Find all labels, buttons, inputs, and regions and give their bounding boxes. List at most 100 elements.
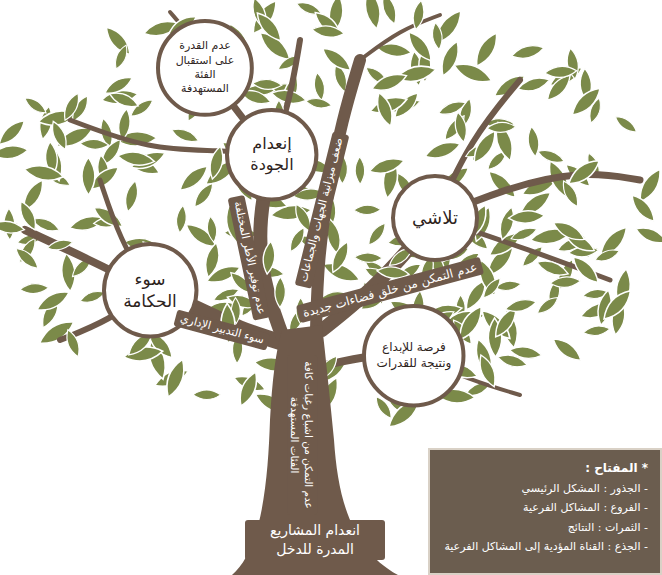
circle-text-wrap: فرصة للإبداع ونتيجة للقدرات — [371, 340, 457, 371]
leaf — [0, 144, 29, 161]
leaf — [0, 219, 25, 235]
leaf — [634, 224, 662, 248]
leaf — [20, 283, 49, 295]
leaf — [312, 72, 326, 101]
leaf — [60, 91, 82, 123]
leaf — [319, 44, 354, 75]
leaf — [311, 8, 344, 39]
leaf — [504, 296, 538, 314]
legend-box: * المفتاح :- الجذور : المشكل الرئيسي - ال… — [428, 448, 662, 575]
branch-group — [25, 12, 640, 395]
problem-circle: عدم القدرة على استقبال الفئة المستهدفة — [156, 19, 254, 117]
leaf — [328, 239, 353, 274]
leaf — [550, 334, 585, 364]
leaf — [261, 241, 276, 275]
leaf — [453, 111, 469, 143]
leaf — [122, 180, 140, 214]
problem-circle: تلاشي — [391, 174, 479, 262]
leaf — [423, 138, 462, 163]
leaf — [162, 357, 189, 400]
circle-text-wrap: سوء الحكامة — [114, 268, 186, 312]
leaf — [568, 83, 605, 119]
circle-text: تلاشي — [412, 206, 458, 229]
leaf — [108, 89, 141, 111]
leaf — [379, 0, 400, 26]
leaf — [369, 70, 408, 95]
legend-heading: * المفتاح : — [442, 458, 648, 479]
leaf — [411, 0, 426, 31]
legend-entry: - الجذور : المشكل الرئيسي — [442, 479, 648, 498]
leaf — [193, 390, 221, 400]
branch-label: عدم توفير الأطر المختلفة — [228, 195, 271, 321]
legend-entry: - الفروع : المشاكل الفرعية — [442, 498, 648, 517]
leaf — [354, 205, 381, 215]
circle-text: سوء الحكامة — [114, 268, 186, 312]
leaf — [63, 328, 82, 359]
leaf — [437, 98, 468, 118]
circle-text: إنعدام الجودة — [237, 134, 307, 176]
leaf — [252, 78, 282, 90]
branch-label: عدم التمكن من اشباع رغبات كافة الفئات ال… — [287, 355, 317, 515]
circle-text-wrap: تلاشي — [412, 206, 458, 229]
circle-shape — [158, 21, 252, 115]
leaf — [487, 122, 516, 134]
circle-text: فرصة للإبداع ونتيجة للقدرات — [371, 340, 457, 371]
problem-circle: إنعدام الجودة — [225, 108, 318, 201]
leaf — [207, 145, 226, 181]
leaf — [235, 369, 261, 408]
leaf — [471, 30, 502, 70]
leaf — [368, 155, 407, 178]
leaf — [373, 91, 396, 128]
problem-circle: فرصة للإبداع ونتيجة للقدرات — [362, 304, 465, 407]
leaf — [34, 287, 72, 315]
leaf — [535, 294, 561, 317]
leaf — [191, 180, 217, 209]
leaf — [362, 0, 384, 30]
leaf — [355, 157, 365, 185]
leaf — [175, 205, 188, 234]
legend-text: - الثمرات : النتائج — [568, 521, 648, 534]
leaf — [22, 94, 48, 116]
leaf — [551, 217, 588, 244]
leaf — [451, 59, 494, 88]
leaf — [112, 43, 130, 70]
leaf — [475, 353, 499, 389]
leaf — [117, 150, 156, 168]
legend-text: - الفروع : المشاكل الفرعية — [523, 501, 648, 514]
leaf — [480, 275, 503, 300]
leaf — [47, 238, 74, 253]
legend-entry: - الجذع : القناة المؤدية إلى المشاكل الف… — [442, 537, 648, 556]
leaf — [509, 225, 538, 244]
leaf — [565, 155, 604, 188]
leaf — [628, 191, 659, 224]
leaf — [510, 42, 545, 62]
leaf — [16, 199, 40, 232]
leaf — [253, 9, 286, 45]
leaf — [535, 257, 571, 280]
leaf — [0, 116, 28, 148]
leaf — [365, 220, 389, 247]
leaf — [23, 163, 65, 184]
leaf — [593, 247, 621, 265]
leaf — [469, 128, 500, 167]
circle-text-wrap: إنعدام الجودة — [237, 134, 307, 176]
leaf — [508, 209, 545, 224]
circle-shape — [393, 176, 477, 260]
leaf — [516, 74, 551, 94]
circle-text: عدم القدرة على استقبال الفئة المستهدفة — [173, 39, 237, 96]
legend-text: - الجذع : القناة المؤدية إلى المشاكل الف… — [444, 540, 648, 553]
leaf — [354, 252, 382, 262]
leaf — [550, 276, 581, 289]
leaf — [82, 157, 95, 195]
leaf — [80, 139, 109, 151]
leaf — [311, 24, 345, 39]
legend-entry: - الثمرات : النتائج — [442, 518, 648, 537]
leaf — [613, 113, 639, 135]
leaf — [404, 28, 436, 64]
leaf — [599, 286, 635, 323]
leaf — [509, 344, 543, 360]
leaf — [206, 216, 218, 243]
branch-label: انعدام المشاريع المدرة للدخل — [245, 520, 385, 560]
leaf-group — [0, 0, 662, 432]
